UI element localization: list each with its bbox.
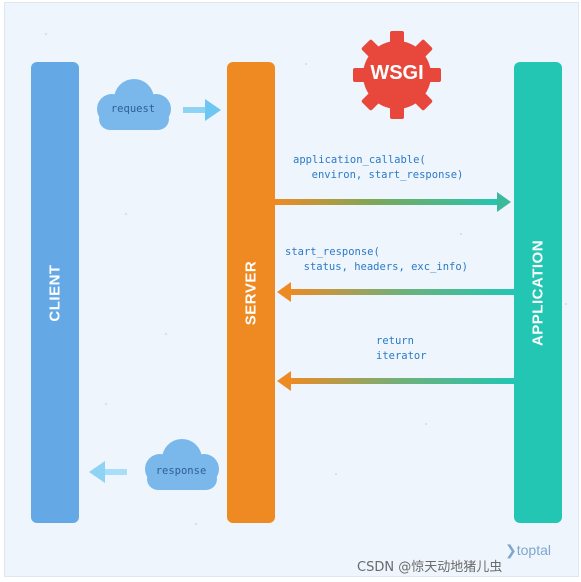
start-response-label-line2: status, headers, exc_info) bbox=[291, 261, 469, 273]
request-cloud: request bbox=[87, 75, 179, 135]
return-label-line1: return bbox=[376, 335, 414, 347]
csdn-watermark: CSDN @惊天动地猪儿虫 bbox=[357, 560, 503, 575]
toptal-logo: ❯toptal bbox=[505, 542, 551, 559]
server-lane: SERVER bbox=[227, 62, 275, 523]
cloud-icon bbox=[97, 79, 171, 130]
response-arrow bbox=[89, 461, 127, 483]
response-label: response bbox=[155, 465, 207, 477]
client-lane: CLIENT bbox=[31, 62, 79, 523]
wsgi-badge: WSGI bbox=[353, 31, 441, 119]
call-label-line2: environ, start_response) bbox=[299, 169, 464, 181]
wsgi-title: WSGI bbox=[370, 62, 424, 84]
response-cloud: response bbox=[135, 435, 227, 495]
toptal-wordmark: toptal bbox=[516, 542, 551, 558]
return-label-line2: iterator bbox=[376, 350, 427, 362]
request-label: request bbox=[110, 103, 156, 115]
request-arrow bbox=[183, 99, 221, 121]
gear-icon bbox=[353, 31, 441, 119]
arrows-layer bbox=[89, 99, 514, 483]
call-arrow bbox=[275, 192, 511, 212]
cloud-icon bbox=[145, 439, 219, 490]
application-lane: APPLICATION bbox=[514, 62, 562, 523]
start-response-arrow bbox=[277, 282, 514, 302]
toptal-mark-icon: ❯ bbox=[505, 542, 517, 558]
start-response-label-line1: start_response( bbox=[285, 246, 380, 258]
wsgi-diagram: CLIENT SERVER APPLICATION bbox=[4, 2, 579, 577]
call-label-line1: application_callable( bbox=[293, 154, 426, 166]
return-arrow bbox=[277, 371, 514, 391]
